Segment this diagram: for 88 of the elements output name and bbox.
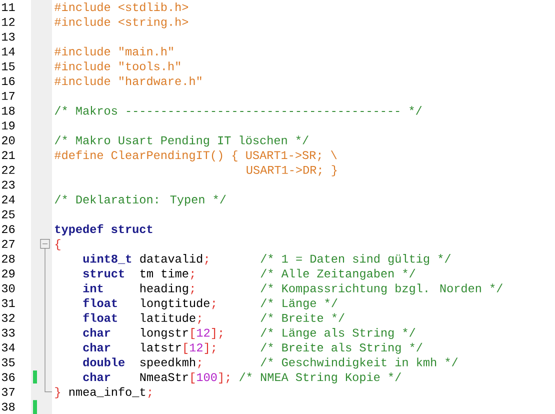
- keyword: float: [83, 313, 117, 322]
- line-number: 18: [2, 106, 15, 115]
- number-literal: 12: [190, 344, 202, 352]
- code-comment: /* NMEA String Kopie */: [239, 372, 401, 384]
- punctuation: {: [56, 239, 60, 250]
- punctuation: ;: [220, 330, 222, 339]
- line-number: 35: [2, 358, 15, 366]
- preprocessor-directive: #include "tools.h": [54, 62, 180, 70]
- line-number: 33: [2, 328, 15, 337]
- number-literal: 100: [197, 373, 217, 382]
- line-number: 20: [2, 136, 15, 144]
- punctuation: ;: [212, 345, 215, 354]
- identifier: longtitude: [140, 298, 210, 310]
- preprocessor-directive: #define ClearPendingIT() { USART1->SR; \: [54, 150, 337, 162]
- line-number: 26: [2, 225, 15, 234]
- line-number: 36: [2, 373, 15, 382]
- identifier: latstr: [140, 342, 181, 352]
- punctuation: [: [184, 342, 188, 354]
- identifier: longstr: [140, 328, 188, 340]
- punctuation: ]: [219, 372, 222, 384]
- line-number: 23: [2, 180, 15, 189]
- code-comment: /* Alle Zeitangaben */: [260, 268, 416, 280]
- punctuation: ;: [212, 300, 215, 310]
- code-comment: /* 1 = Daten sind gültig */: [260, 254, 451, 266]
- line-number: 11: [2, 3, 15, 11]
- code-comment: /* Geschwindigkeit in kmh */: [260, 358, 458, 369]
- line-number: 31: [2, 299, 15, 308]
- punctuation: ;: [198, 316, 201, 324]
- line-number: 38: [2, 402, 15, 411]
- identifier: nmea_info_t: [69, 387, 146, 398]
- identifier: NmeaStr: [140, 373, 188, 382]
- punctuation: ;: [226, 374, 230, 384]
- line-number: 37: [2, 388, 14, 396]
- code-comment: /* Deklaration: Typen */: [54, 194, 226, 206]
- code-comment: /* Breite als String */: [260, 342, 422, 354]
- line-number: 13: [2, 32, 15, 41]
- punctuation: ;: [191, 271, 194, 280]
- preprocessor-directive: #include "hardware.h": [54, 76, 202, 86]
- punctuation: ;: [191, 286, 194, 294]
- preprocessor-directive: #include "main.h": [54, 46, 173, 56]
- line-number: 12: [2, 18, 15, 26]
- line-number: 34: [2, 344, 15, 352]
- preprocessor-directive: USART1->DR; }: [246, 165, 337, 176]
- line-number: 16: [2, 77, 15, 86]
- punctuation: ;: [198, 360, 201, 368]
- code-comment: /* Kompassrichtung bzgl. Norden */: [260, 284, 502, 295]
- line-number: 25: [2, 210, 15, 218]
- line-number: 21: [2, 151, 15, 159]
- keyword: float: [83, 298, 117, 308]
- punctuation: }: [55, 387, 60, 398]
- code-comment: /* Länge */: [260, 298, 338, 310]
- number-literal: 12: [197, 328, 210, 337]
- line-number: 22: [2, 166, 15, 174]
- punctuation: ;: [148, 390, 152, 398]
- line-number: 32: [2, 314, 15, 322]
- keyword: char: [83, 342, 110, 352]
- code-comment: /* Makros --------------------------------------- */: [54, 106, 422, 115]
- line-number: 19: [2, 122, 15, 130]
- line-number: 29: [2, 270, 15, 278]
- keyword: int: [83, 284, 103, 292]
- preprocessor-directive: #include <stdlib.h>: [54, 2, 188, 12]
- code-comment: /* Länge als String */: [260, 328, 416, 340]
- identifier: latitude: [140, 313, 196, 322]
- keyword: char: [83, 372, 110, 382]
- line-number: 17: [2, 92, 14, 100]
- keyword: uint8_t: [83, 254, 132, 264]
- line-number: 28: [2, 254, 15, 263]
- punctuation: [: [191, 328, 195, 340]
- line-number: 15: [2, 62, 15, 70]
- identifier: tm time: [140, 268, 188, 278]
- preprocessor-directive: #include <string.h>: [54, 17, 188, 28]
- identifier: speedkmh: [140, 358, 195, 369]
- keyword: char: [83, 328, 110, 337]
- identifier: heading: [140, 284, 188, 295]
- keyword: double: [83, 358, 124, 366]
- identifier: datavalid: [140, 254, 202, 263]
- code-comment: /* Makro Usart Pending IT löschen */: [54, 136, 308, 147]
- code-comment: /* Breite */: [260, 313, 344, 322]
- keyword: struct: [83, 270, 124, 278]
- punctuation: ]: [212, 328, 216, 340]
- line-number: 24: [2, 196, 15, 204]
- line-number: 30: [2, 284, 15, 292]
- line-number: 14: [2, 48, 15, 56]
- punctuation: [: [191, 372, 195, 384]
- line-number: 27: [2, 240, 14, 248]
- punctuation: ]: [204, 342, 208, 354]
- keyword: typedef struct: [55, 224, 152, 236]
- punctuation: ;: [205, 256, 208, 265]
